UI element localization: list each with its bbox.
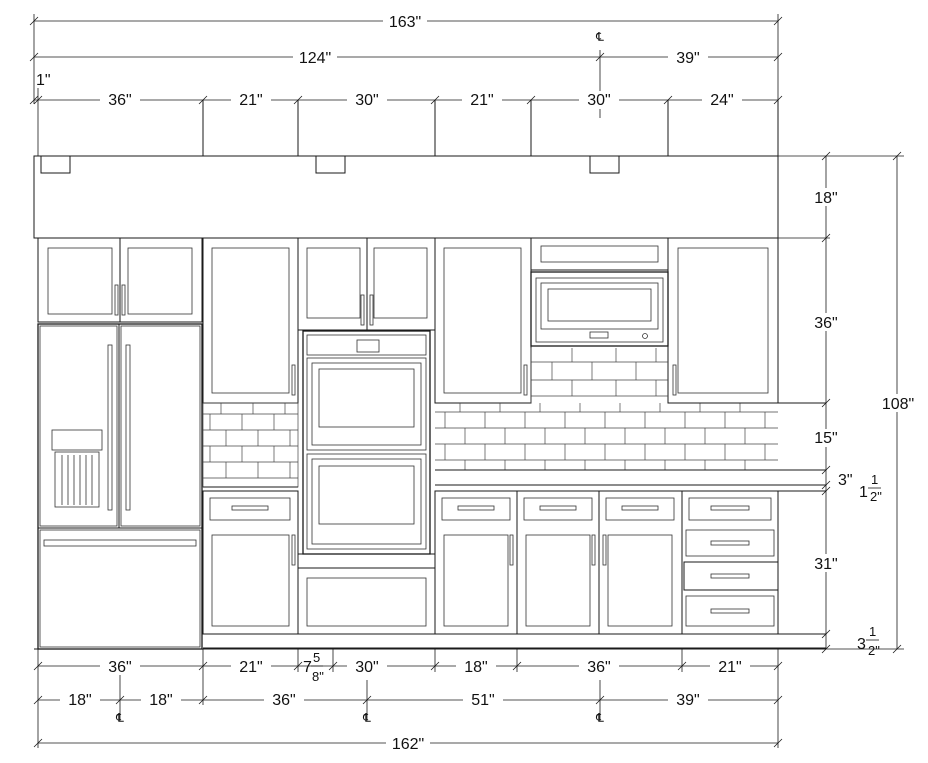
dim-right-toe-frac-den: 2" [868, 643, 880, 658]
dim-bottom-row2-2: 18" [149, 692, 172, 709]
centerline-mark-bottom-3: ℄ [595, 711, 604, 725]
top-dimensions: 163" ℄ 124" 39" 1" 36" 21" 30" [29, 12, 783, 156]
dim-bottom-seg-1: 36" [108, 659, 131, 676]
dim-right-soffit: 18" [814, 190, 837, 207]
dim-right-toe-frac-num: 1 [869, 624, 876, 639]
backsplash-tile-right [435, 348, 826, 471]
base-cabinets [34, 490, 826, 650]
dim-bottom-seg-6: 36" [587, 659, 610, 676]
dim-bottom-seg-2: 21" [239, 659, 262, 676]
upper-stack-cabinets [33, 100, 779, 239]
light-fixture-2 [315, 155, 346, 174]
backsplash-tile-left [202, 402, 299, 488]
dim-bottom-seg-7: 21" [718, 659, 741, 676]
dim-top-seg-5: 30" [587, 92, 610, 109]
soffit [33, 155, 779, 239]
dim-bottom-row2-3: 36" [272, 692, 295, 709]
dim-right-backsplash: 15" [814, 430, 837, 447]
dim-top-seg-4: 21" [470, 92, 493, 109]
microwave [530, 271, 669, 347]
dim-bottom-seg-3: 7 [303, 659, 312, 676]
dim-overall-top: 163" [389, 14, 421, 31]
dim-bottom-row2-5: 39" [676, 692, 699, 709]
dim-top-seg-3: 30" [355, 92, 378, 109]
water-dispenser [51, 429, 103, 508]
dim-top-seg-1: 36" [108, 92, 131, 109]
dim-right-counter-3: 3" [838, 472, 853, 489]
bottom-dimensions: 36" 21" 7 5 8" 30" 18" 36" 21" 18" 18" 3… [33, 649, 783, 753]
double-wall-oven [297, 330, 436, 569]
dim-right-total: 108" [882, 396, 914, 413]
dim-right-counter-frac-den: 2" [870, 489, 882, 504]
refrigerator [37, 323, 203, 650]
dim-bottom-row2-1: 18" [68, 692, 91, 709]
dim-right-toe-3: 3 [857, 636, 866, 653]
dim-bottom-seg-4: 30" [355, 659, 378, 676]
countertop [203, 469, 826, 492]
dim-bottom-frac-num: 5 [313, 650, 320, 665]
dim-gap-left: 1" [36, 72, 51, 89]
centerline-mark-bottom-2: ℄ [362, 711, 371, 725]
right-dimensions: 18" 36" 15" 3" 1 1 2" 31" 3 1 2" 108" [778, 151, 919, 658]
dim-bottom-row2-4: 51" [471, 692, 494, 709]
dim-top-seg-2: 21" [239, 92, 262, 109]
dim-right-uppers: 36" [814, 315, 837, 332]
centerline-mark-top: ℄ [595, 30, 604, 44]
dim-right-counter-frac-num: 1 [871, 472, 878, 487]
light-fixture-3 [589, 155, 620, 174]
dim-bottom-frac-den: 8" [312, 669, 324, 684]
upper-cabinets [34, 237, 779, 404]
dim-upper-right: 39" [676, 50, 699, 67]
centerline-mark-bottom-1: ℄ [115, 711, 124, 725]
dim-right-counter-1: 1 [859, 484, 868, 501]
dim-right-base: 31" [814, 556, 837, 573]
dim-overall-bottom: 162" [392, 736, 424, 753]
light-fixture-1 [40, 155, 71, 174]
dim-top-seg-6: 24" [710, 92, 733, 109]
dim-bottom-seg-5: 18" [464, 659, 487, 676]
dim-upper-left: 124" [299, 50, 331, 67]
